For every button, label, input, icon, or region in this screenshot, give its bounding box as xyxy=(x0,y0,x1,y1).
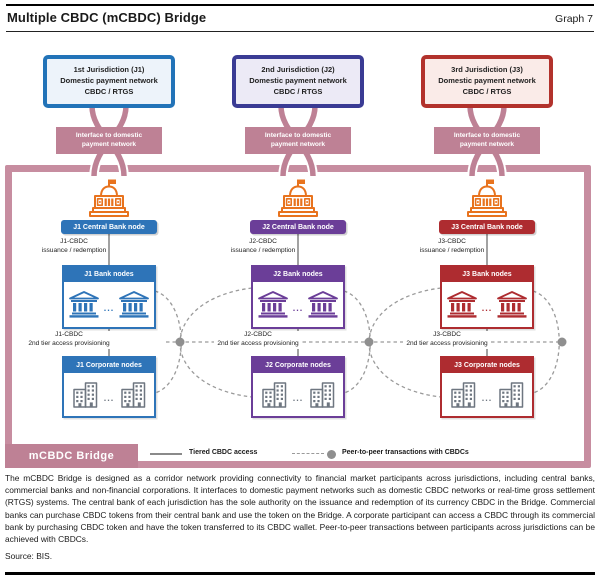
source-note: Source: BIS. xyxy=(5,551,53,561)
interface-box-j1: Interface to domestic payment network xyxy=(56,127,162,154)
figure-caption: The mCBDC Bridge is designed as a corrid… xyxy=(5,473,595,545)
title-rule xyxy=(6,31,594,32)
peer-to-peer-junction-dots xyxy=(175,337,567,347)
issuance-line: J2-CBDC xyxy=(249,238,277,245)
central-bank-node-label-j1: J1 Central Bank node xyxy=(61,220,157,234)
ellipsis: ... xyxy=(292,303,304,313)
tier-line: J2-CBDC xyxy=(244,331,272,338)
tier-access-label-j3: J3-CBDC 2nd tier access provisioning xyxy=(403,331,491,349)
jurisdiction-line: 1st Jurisdiction (J1) xyxy=(73,65,145,75)
bank-nodes-body: ... xyxy=(64,282,154,327)
p2p-dot-sample xyxy=(327,450,336,459)
bank-nodes-header: J1 Bank nodes xyxy=(64,267,154,282)
jurisdiction-column-j3: 3rd Jurisdiction (J3) Domestic payment n… xyxy=(403,55,553,435)
bank-nodes-box-j1: J1 Bank nodes ... xyxy=(62,265,156,329)
corporate-icon xyxy=(72,382,97,408)
bank-nodes-body: ... xyxy=(442,282,532,327)
bank-icon xyxy=(446,291,478,318)
bank-icon xyxy=(307,291,339,318)
tier-access-label-j1: J1-CBDC 2nd tier access provisioning xyxy=(25,331,113,349)
interface-box-j3: Interface to domestic payment network xyxy=(434,127,540,154)
bottom-rule xyxy=(5,572,595,575)
corporate-nodes-header: J2 Corporate nodes xyxy=(253,358,343,373)
jurisdiction-column-j1: 1st Jurisdiction (J1) Domestic payment n… xyxy=(25,55,175,435)
central-bank-icon xyxy=(467,178,507,217)
corporate-nodes-header: J1 Corporate nodes xyxy=(64,358,154,373)
jurisdiction-line: 3rd Jurisdiction (J3) xyxy=(451,65,523,75)
central-bank-icon xyxy=(89,178,129,217)
tier-line: 2nd tier access provisioning xyxy=(406,339,488,347)
jurisdiction-line: Domestic payment network xyxy=(60,76,158,86)
jurisdiction-line: CBDC / RTGS xyxy=(84,86,134,96)
jurisdiction-line: CBDC / RTGS xyxy=(273,86,323,96)
jurisdiction-box-j3: 3rd Jurisdiction (J3) Domestic payment n… xyxy=(421,55,553,108)
issuance-redemption-label-j1: J1-CBDC issuance / redemption xyxy=(35,238,113,255)
ellipsis: ... xyxy=(292,393,304,403)
issuance-line: issuance / redemption xyxy=(41,246,107,254)
bank-icon xyxy=(496,291,528,318)
corporate-icon xyxy=(450,382,475,408)
bank-icon xyxy=(257,291,289,318)
corporate-nodes-body: ... xyxy=(253,373,343,416)
interface-label: Interface to domestic xyxy=(264,132,332,140)
jurisdiction-box-j1: 1st Jurisdiction (J1) Domestic payment n… xyxy=(43,55,175,108)
jurisdiction-line: CBDC / RTGS xyxy=(462,86,512,96)
ellipsis: ... xyxy=(481,393,493,403)
legend-tiered-label: Tiered CBDC access xyxy=(189,449,258,456)
bank-nodes-box-j3: J3 Bank nodes ... xyxy=(440,265,534,329)
interface-label: payment network xyxy=(459,140,515,148)
interface-box-j2: Interface to domestic payment network xyxy=(245,127,351,154)
issuance-line: J1-CBDC xyxy=(60,238,88,245)
bank-nodes-header: J3 Bank nodes xyxy=(442,267,532,282)
ellipsis: ... xyxy=(481,303,493,313)
issuance-line: issuance / redemption xyxy=(230,246,296,254)
corporate-nodes-body: ... xyxy=(442,373,532,416)
p2p-dashed-line-sample xyxy=(292,453,324,454)
issuance-redemption-label-j2: J2-CBDC issuance / redemption xyxy=(224,238,302,255)
corporate-icon xyxy=(499,382,524,408)
tier-line: J1-CBDC xyxy=(55,331,83,338)
issuance-line: issuance / redemption xyxy=(419,246,485,254)
corporate-icon xyxy=(121,382,146,408)
mcbdc-bridge-container xyxy=(5,165,591,468)
interface-label: payment network xyxy=(81,140,137,148)
interface-label: Interface to domestic xyxy=(75,132,143,140)
corporate-nodes-box-j1: J1 Corporate nodes ... xyxy=(62,356,156,418)
graph-number-label: Graph 7 xyxy=(555,13,593,25)
bank-icon xyxy=(118,291,150,318)
tier-access-label-j2: J2-CBDC 2nd tier access provisioning xyxy=(214,331,302,349)
interface-label: payment network xyxy=(270,140,326,148)
corporate-nodes-box-j3: J3 Corporate nodes ... xyxy=(440,356,534,418)
jurisdiction-line: 2nd Jurisdiction (J2) xyxy=(261,65,335,75)
central-bank-node-label-j2: J2 Central Bank node xyxy=(250,220,346,234)
tier-line: J3-CBDC xyxy=(433,331,461,338)
bank-icon xyxy=(68,291,100,318)
bank-nodes-header: J2 Bank nodes xyxy=(253,267,343,282)
interface-label: Interface to domestic xyxy=(453,132,521,140)
corporate-nodes-body: ... xyxy=(64,373,154,416)
jurisdiction-line: Domestic payment network xyxy=(438,76,536,86)
tiered-access-line-sample xyxy=(150,453,182,455)
top-rule xyxy=(6,4,594,6)
central-bank-icon xyxy=(278,178,318,217)
corporate-icon xyxy=(310,382,335,408)
page-title: Multiple CBDC (mCBDC) Bridge xyxy=(7,10,207,25)
bank-nodes-box-j2: J2 Bank nodes ... xyxy=(251,265,345,329)
bank-nodes-body: ... xyxy=(253,282,343,327)
jurisdiction-box-j2: 2nd Jurisdiction (J2) Domestic payment n… xyxy=(232,55,364,108)
tier-line: 2nd tier access provisioning xyxy=(217,339,299,347)
legend-p2p-label: Peer-to-peer transactions with CBDCs xyxy=(342,449,469,456)
central-bank-node-label-j3: J3 Central Bank node xyxy=(439,220,535,234)
corporate-nodes-header: J3 Corporate nodes xyxy=(442,358,532,373)
ellipsis: ... xyxy=(103,303,115,313)
jurisdiction-column-j2: 2nd Jurisdiction (J2) Domestic payment n… xyxy=(214,55,364,435)
mcbdc-bridge-label: mCBDC Bridge xyxy=(5,444,138,468)
issuance-redemption-label-j3: J3-CBDC issuance / redemption xyxy=(413,238,491,255)
ellipsis: ... xyxy=(103,393,115,403)
tier-line: 2nd tier access provisioning xyxy=(28,339,110,347)
corporate-icon xyxy=(261,382,286,408)
corporate-nodes-box-j2: J2 Corporate nodes ... xyxy=(251,356,345,418)
issuance-line: J3-CBDC xyxy=(438,238,466,245)
jurisdiction-line: Domestic payment network xyxy=(249,76,347,86)
